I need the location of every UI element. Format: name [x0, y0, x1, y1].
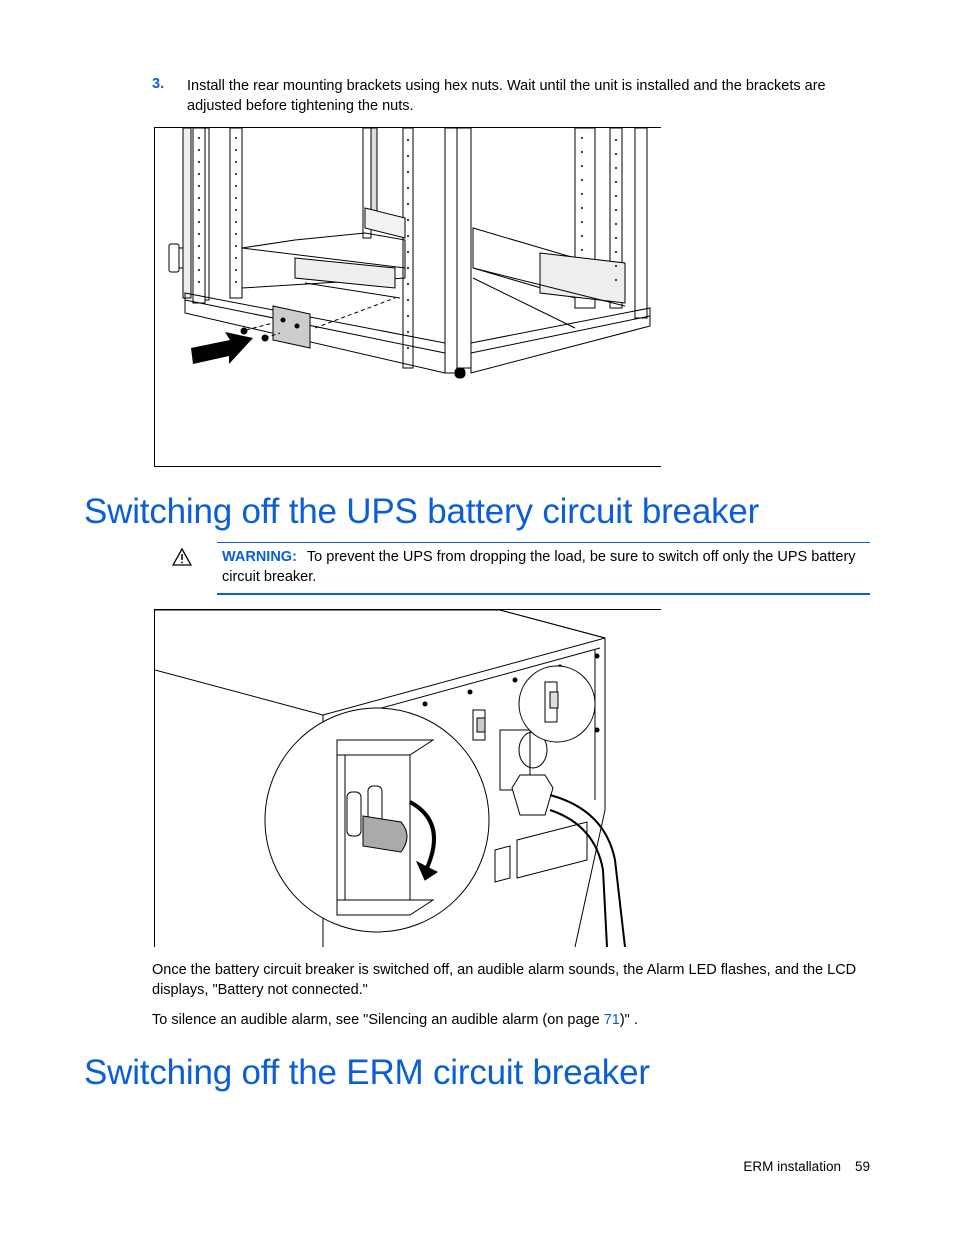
breaker-off-paragraph: Once the battery circuit breaker is swit…: [152, 962, 857, 998]
step-number: 3.: [152, 76, 165, 92]
step-text: Install the rear mounting brackets using…: [187, 78, 826, 114]
page-number: 59: [854, 1159, 870, 1174]
rack-bracket-figure: [154, 127, 661, 467]
section-title-ups-breaker: Switching off the UPS battery circuit br…: [84, 492, 760, 531]
circuit-breaker-figure: [154, 609, 661, 947]
page-footer: ERM installation 59: [743, 1159, 870, 1174]
warning-label: WARNING:: [222, 549, 297, 565]
rack-bracket-illustration: [168, 128, 651, 379]
circuit-breaker-illustration: [155, 610, 626, 947]
silence-alarm-text: To silence an audible alarm, see "Silenc…: [152, 1012, 604, 1028]
page-71-link[interactable]: 71: [603, 1012, 620, 1028]
warning-text: To prevent the UPS from dropping the loa…: [222, 549, 856, 585]
silence-alarm-suffix: )" .: [619, 1012, 638, 1028]
footer-section: ERM installation: [743, 1159, 841, 1174]
warning-rule-bottom: [217, 593, 870, 595]
warning-triangle-icon: [171, 547, 193, 571]
warning-callout: WARNING:To prevent the UPS from dropping…: [222, 547, 862, 587]
silence-alarm-paragraph: To silence an audible alarm, see "Silenc…: [152, 1010, 877, 1030]
section-title-erm-breaker: Switching off the ERM circuit breaker: [84, 1053, 650, 1092]
warning-rule-top: [217, 542, 870, 543]
